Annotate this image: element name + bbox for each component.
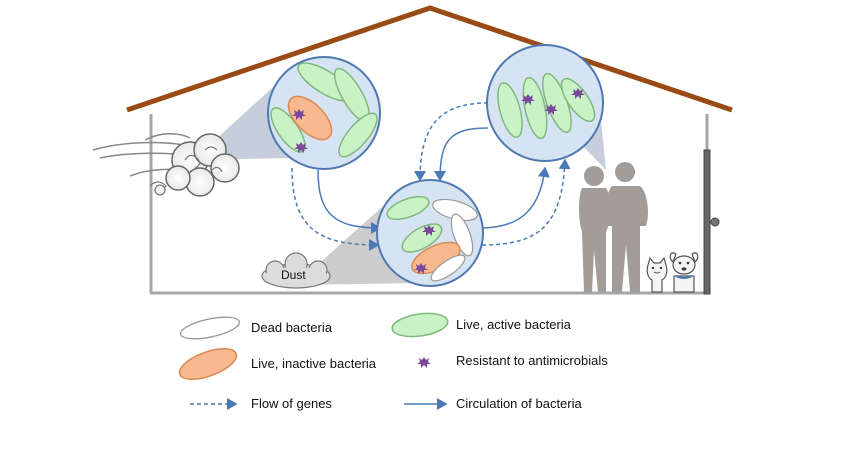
people-silhouettes xyxy=(579,162,648,292)
legend-dead-label: Dead bacteria xyxy=(251,320,332,335)
legend-resistant-label: Resistant to antimicrobials xyxy=(456,353,608,368)
legend-circulation-label: Circulation of bacteria xyxy=(456,396,582,411)
bacteria-magnifier-right xyxy=(486,44,604,162)
legend-dead-swatch xyxy=(179,316,241,340)
house-roof xyxy=(126,5,733,113)
dust-cloud xyxy=(261,252,331,289)
legend-active-swatch xyxy=(391,312,449,338)
cat-icon xyxy=(646,256,668,293)
door-knob xyxy=(710,217,720,227)
legend-active-label: Live, active bacteria xyxy=(456,317,571,332)
legend-resistant-swatch xyxy=(417,357,431,368)
legend-genes-label: Flow of genes xyxy=(251,396,332,411)
legend-inactive-label: Live, inactive bacteria xyxy=(251,356,377,371)
outdoor-air-cloud xyxy=(92,133,240,197)
dog-icon xyxy=(669,252,699,293)
legend-inactive-swatch xyxy=(178,348,238,380)
bacteria-magnifier-left xyxy=(267,56,381,170)
flow-arrows xyxy=(291,102,571,251)
legend-icons xyxy=(178,312,449,410)
resistance-markers xyxy=(292,88,585,274)
dust-label: Dust xyxy=(281,268,306,282)
door xyxy=(703,149,711,295)
